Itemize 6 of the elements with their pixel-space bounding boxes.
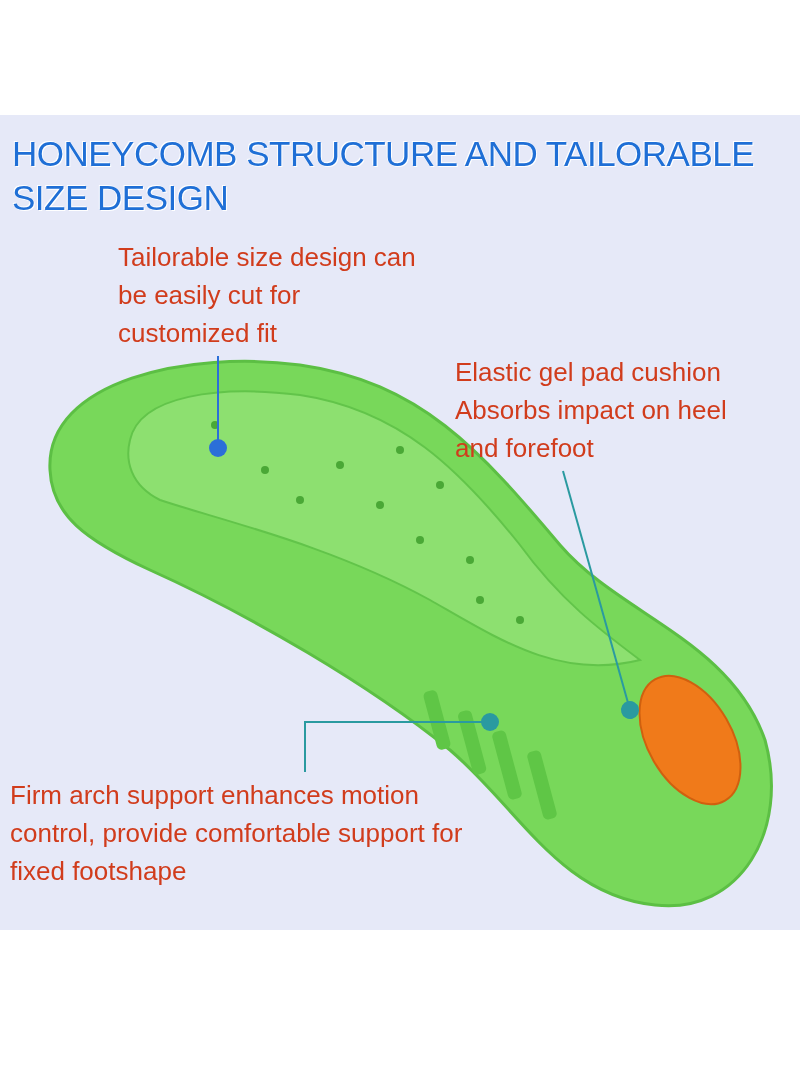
leader-line	[209, 355, 227, 457]
callout-text: Tailorable size design can be easily cut for customized fit	[118, 241, 417, 350]
title: HONEYCOMB STRUCTURE AND TAILORABLE SIZE DESIGN	[12, 133, 756, 219]
callout-text: Firm arch support enhances motion control, provide comfortable support for fixed footshape	[10, 779, 464, 888]
leader-line	[304, 713, 499, 773]
leader-line	[562, 470, 639, 719]
